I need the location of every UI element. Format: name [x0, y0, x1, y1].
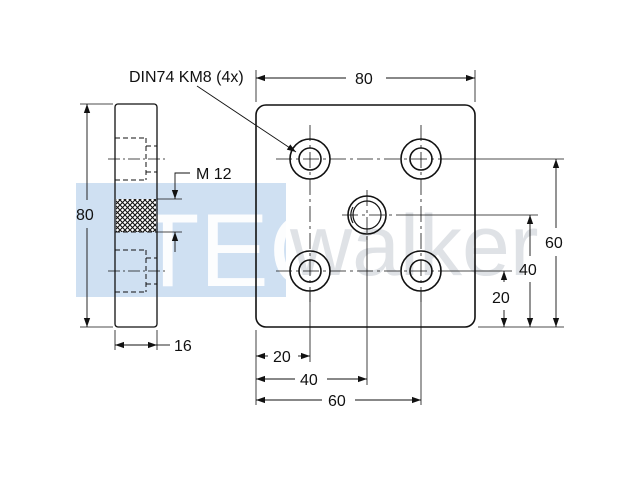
callout-leader: [196, 85, 297, 153]
hole-bottom-right: [400, 250, 442, 292]
thread-hole-center: [347, 195, 387, 235]
bottom-20-label: 20: [273, 349, 291, 366]
right-20-label: 20: [492, 290, 510, 307]
bottom-40-label: 40: [300, 372, 318, 389]
watermark-block: [76, 183, 286, 297]
thread-label: M 12: [196, 166, 232, 183]
callout-label: DIN74 KM8 (4x): [129, 69, 244, 86]
bottom-60-label: 60: [328, 393, 346, 410]
thread-knurl-area: [116, 199, 156, 232]
thread-leader: [171, 172, 190, 199]
hidden-lines: [115, 137, 157, 293]
right-40-label: 40: [519, 262, 537, 279]
plate-outline: [255, 104, 476, 328]
side-thickness-label: 16: [174, 338, 192, 355]
centerlines: [276, 125, 448, 302]
side-view-outline: [114, 103, 158, 328]
right-60-label: 60: [545, 235, 563, 252]
front-view: [196, 70, 564, 405]
hole-top-left: [289, 138, 331, 180]
watermark-brand-right: walker: [289, 198, 539, 294]
side-height-label: 80: [76, 207, 94, 224]
hole-top-right: [400, 138, 442, 180]
hole-bottom-left: [289, 250, 331, 292]
side-view: [80, 103, 190, 350]
top-width-label: 80: [355, 71, 373, 88]
